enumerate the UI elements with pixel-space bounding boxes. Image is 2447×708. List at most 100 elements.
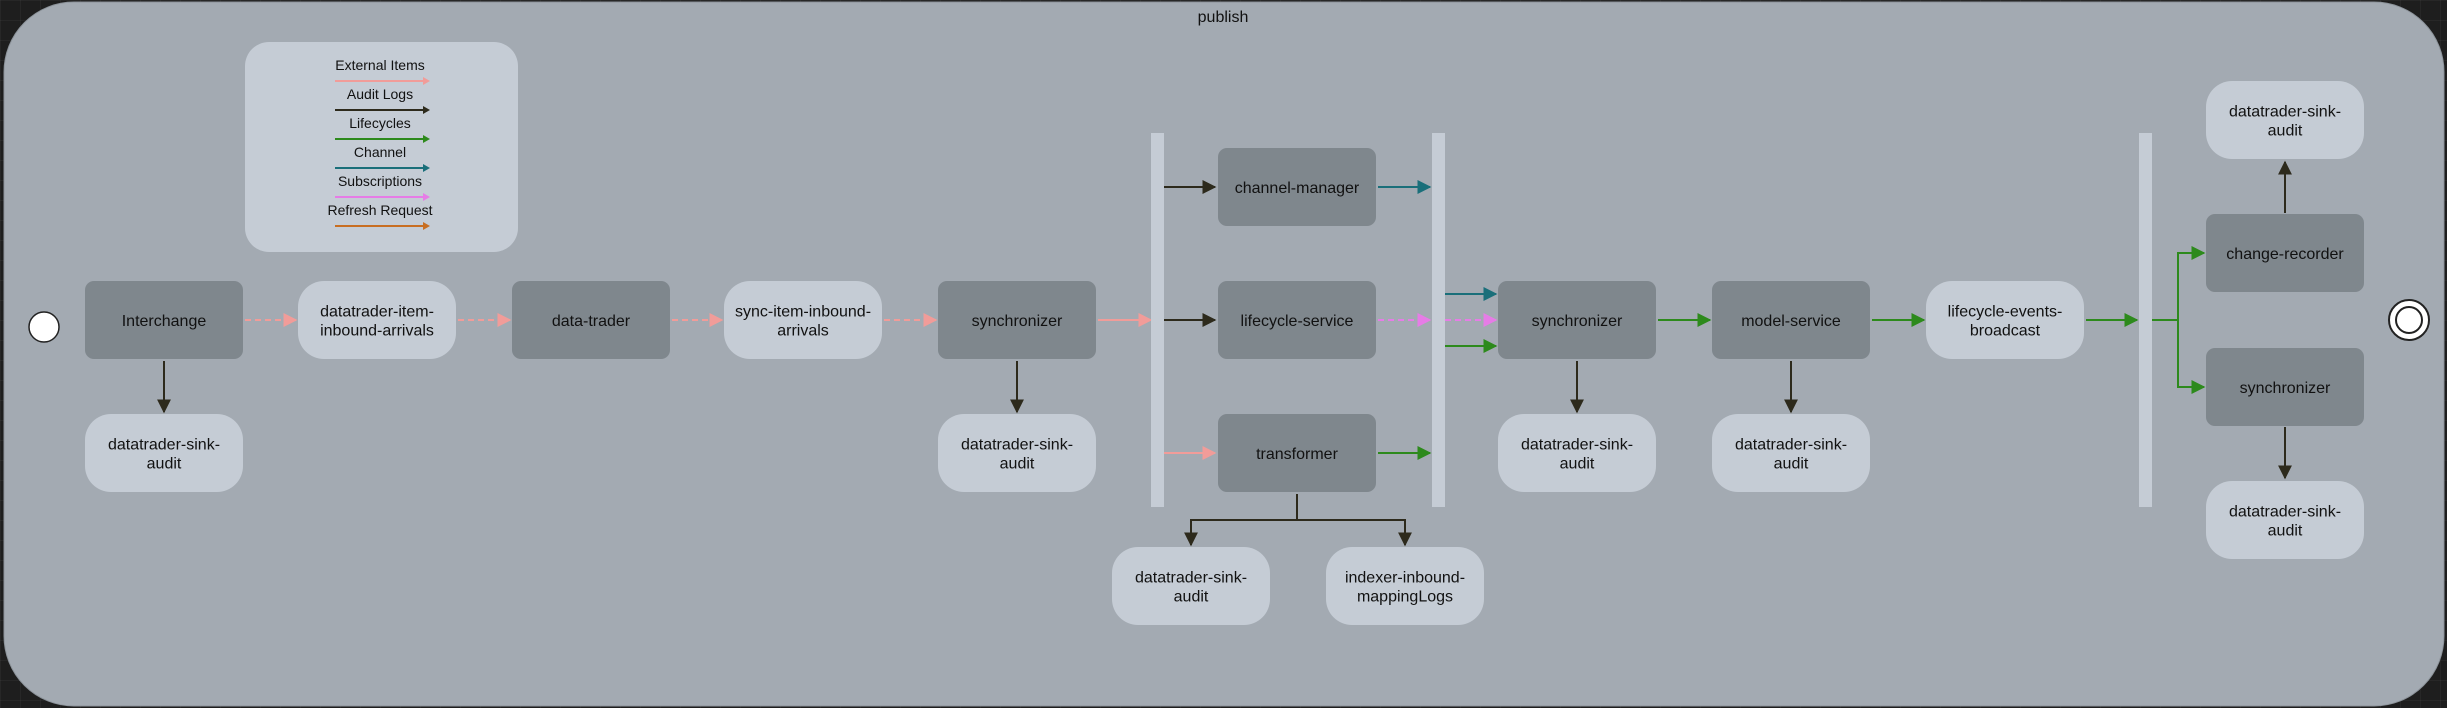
- node-lifecycle-service: lifecycle-service: [1218, 281, 1376, 359]
- node-sync-item-arrivals: sync-item-inbound-arrivals: [724, 281, 882, 359]
- legend-arrowhead: [423, 193, 430, 201]
- node-label: audit: [1174, 589, 1209, 606]
- node-synchronizer-2: synchronizer: [1498, 281, 1656, 359]
- node-lifecycle-broadcast: lifecycle-events-broadcast: [1926, 281, 2084, 359]
- node-audit-5: datatrader-sink-audit: [1712, 414, 1870, 492]
- queue-box: [298, 281, 456, 359]
- node-label: datatrader-sink-: [1735, 437, 1847, 454]
- node-model-service: model-service: [1712, 281, 1870, 359]
- node-audit-2: datatrader-sink-audit: [938, 414, 1096, 492]
- service-box: [1218, 414, 1376, 492]
- node-synchronizer-3: synchronizer: [2206, 348, 2364, 426]
- legend-arrowhead: [423, 77, 430, 85]
- queue-box: [1112, 547, 1270, 625]
- legend-label: External Items: [335, 57, 424, 73]
- node-label: Interchange: [122, 313, 207, 330]
- legend-arrowhead: [423, 164, 430, 172]
- node-change-recorder: change-recorder: [2206, 214, 2364, 292]
- node-label: inbound-arrivals: [320, 323, 434, 340]
- node-label: datatrader-sink-: [961, 437, 1073, 454]
- service-box: [1218, 148, 1376, 226]
- end-node-inner: [2395, 306, 2423, 334]
- service-box: [1712, 281, 1870, 359]
- node-label: arrivals: [777, 323, 829, 340]
- node-label: audit: [1000, 456, 1035, 473]
- service-box: [512, 281, 670, 359]
- node-label: lifecycle-events-: [1948, 304, 2063, 321]
- edge-fork3-to-change-recorder: [2177, 246, 2206, 320]
- legend-arrowhead: [423, 222, 430, 230]
- queue-box: [1498, 414, 1656, 492]
- node-label: mappingLogs: [1357, 589, 1453, 606]
- node-label: datatrader-item-: [320, 304, 434, 321]
- node-channel-manager: channel-manager: [1218, 148, 1376, 226]
- node-label: change-recorder: [2226, 246, 2344, 263]
- node-label: lifecycle-service: [1241, 313, 1354, 330]
- legend-label: Audit Logs: [347, 86, 413, 102]
- node-label: audit: [2268, 523, 2303, 540]
- service-box: [1218, 281, 1376, 359]
- queue-box: [1926, 281, 2084, 359]
- node-label: channel-manager: [1235, 180, 1360, 197]
- node-label: datatrader-sink-: [2229, 104, 2341, 121]
- node-label: datatrader-sink-: [1135, 570, 1247, 587]
- fork-bar-1: [1151, 133, 1164, 507]
- node-label: audit: [1560, 456, 1595, 473]
- legend-label: Subscriptions: [338, 173, 422, 189]
- node-label: synchronizer: [1532, 313, 1623, 330]
- node-label: model-service: [1741, 313, 1841, 330]
- legend-label: Channel: [354, 144, 406, 160]
- node-label: datatrader-sink-: [2229, 504, 2341, 521]
- node-data-trader: data-trader: [512, 281, 670, 359]
- queue-box: [938, 414, 1096, 492]
- legend-arrowhead: [423, 135, 430, 143]
- node-label: audit: [147, 456, 182, 473]
- edge-transformer-to-indexer: [1297, 519, 1412, 547]
- queue-box: [2206, 481, 2364, 559]
- service-box: [85, 281, 243, 359]
- node-audit-7: datatrader-sink-audit: [2206, 481, 2364, 559]
- node-label: data-trader: [552, 313, 631, 330]
- node-interchange: Interchange: [85, 281, 243, 359]
- node-label: sync-item-inbound-: [735, 304, 871, 321]
- join-bar-2: [1432, 133, 1445, 507]
- nodes: Interchangedatatrader-sink-auditdatatrad…: [85, 81, 2364, 625]
- node-audit-4: datatrader-sink-audit: [1498, 414, 1656, 492]
- node-synchronizer-1: synchronizer: [938, 281, 1096, 359]
- node-transformer: transformer: [1218, 414, 1376, 492]
- legend-label: Refresh Request: [327, 202, 432, 218]
- node-audit-1: datatrader-sink-audit: [85, 414, 243, 492]
- node-label: datatrader-sink-: [1521, 437, 1633, 454]
- node-label: synchronizer: [972, 313, 1063, 330]
- queue-box: [1326, 547, 1484, 625]
- legend-label: Lifecycles: [349, 115, 410, 131]
- node-label: synchronizer: [2240, 380, 2331, 397]
- queue-box: [85, 414, 243, 492]
- node-label: audit: [2268, 123, 2303, 140]
- service-box: [938, 281, 1096, 359]
- node-audit-3: datatrader-sink-audit: [1112, 547, 1270, 625]
- queue-box: [2206, 81, 2364, 159]
- fork-bar-3: [2139, 133, 2152, 507]
- queue-box: [724, 281, 882, 359]
- legend-arrowhead: [423, 106, 430, 114]
- node-label: transformer: [1256, 446, 1338, 463]
- edge-transformer-to-audit: [1184, 494, 1298, 547]
- legend-box: [245, 42, 518, 252]
- node-audit-6: datatrader-sink-audit: [2206, 81, 2364, 159]
- node-item-arrivals: datatrader-item-inbound-arrivals: [298, 281, 456, 359]
- node-label: indexer-inbound-: [1345, 570, 1465, 587]
- start-node: [28, 311, 60, 343]
- node-label: datatrader-sink-: [108, 437, 220, 454]
- container-title: publish: [1198, 9, 1249, 26]
- queue-box: [1712, 414, 1870, 492]
- node-label: audit: [1774, 456, 1809, 473]
- service-box: [2206, 214, 2364, 292]
- edges: [157, 160, 2292, 547]
- edge-fork3-to-synchronizer3: [2177, 320, 2206, 394]
- node-label: broadcast: [1970, 323, 2041, 340]
- service-box: [1498, 281, 1656, 359]
- service-box: [2206, 348, 2364, 426]
